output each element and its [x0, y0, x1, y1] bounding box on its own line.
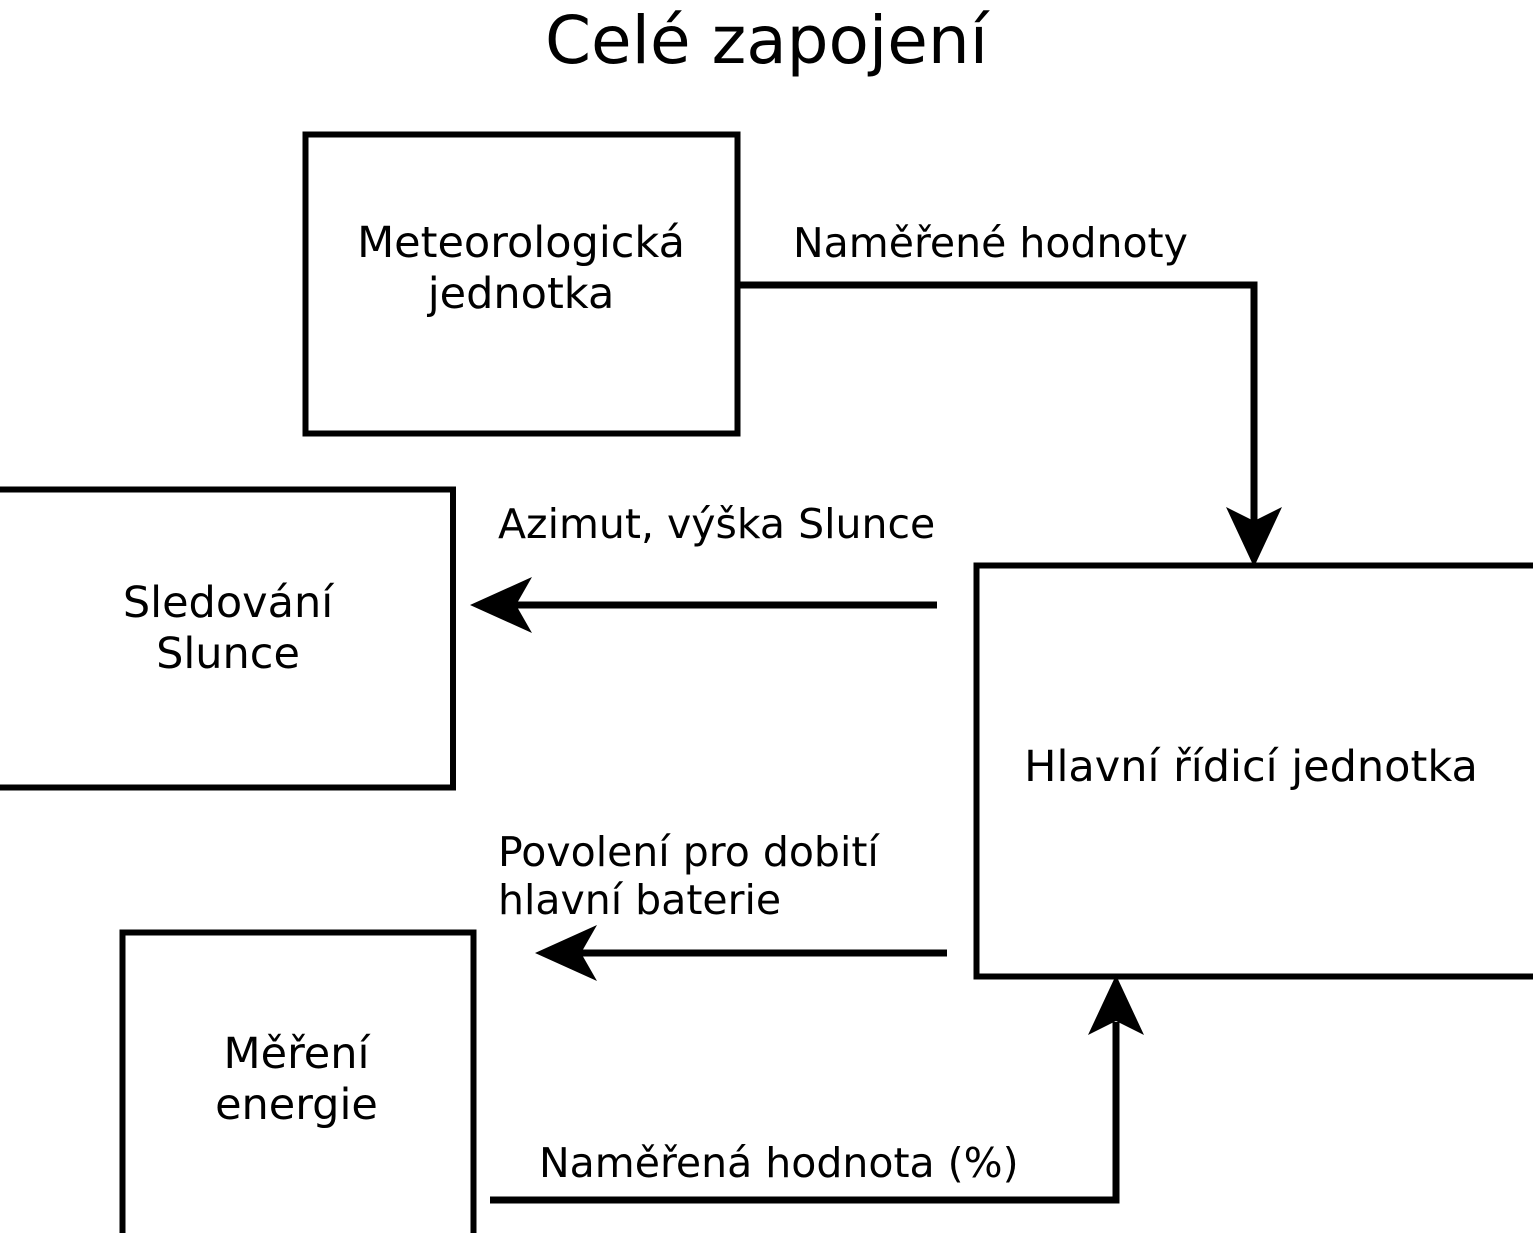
node-energy-measurement-label-line2: energie — [215, 1079, 378, 1130]
node-main-control-unit-label: Hlavní řídicí jednotka — [1024, 742, 1478, 792]
edge-measured-values-arrowhead — [1226, 507, 1282, 567]
node-sun-tracking-label-line2: Slunce — [156, 628, 300, 679]
edge-measured-percent-line — [490, 1022, 1120, 1204]
node-meteorological-unit-label-line2: jednotka — [427, 268, 615, 319]
edge-azimuth-sun-elevation-label: Azimut, výška Slunce — [498, 500, 936, 548]
node-energy-measurement-box[interactable] — [119, 929, 477, 1233]
node-main-control-unit-box[interactable] — [973, 562, 1533, 980]
edge-charge-permission-label-line2: hlavní baterie — [498, 876, 782, 925]
page-title: Celé zapojení — [544, 2, 989, 79]
node-energy-measurement-label-line1: Měření — [223, 1029, 370, 1079]
node-sun-tracking-label-line1: Sledování — [122, 578, 334, 628]
edge-charge-permission-label-line1: Povolení pro dobití — [498, 828, 879, 876]
edge-azimuth-sun-elevation-arrowhead — [470, 577, 532, 633]
edge-measured-values-label: Naměřené hodnoty — [793, 219, 1188, 267]
node-meteorological-unit-box[interactable] — [302, 131, 741, 437]
edge-measured-percent-arrowhead — [1088, 975, 1144, 1035]
node-meteorological-unit-label-line1: Meteorologická — [357, 218, 685, 268]
edge-measured-values-line — [738, 281, 1258, 525]
edge-charge-permission-arrowhead — [535, 925, 597, 981]
node-sun-tracking-box[interactable] — [0, 486, 456, 791]
edge-measured-percent-label: Naměřená hodnota (%) — [539, 1139, 1019, 1187]
